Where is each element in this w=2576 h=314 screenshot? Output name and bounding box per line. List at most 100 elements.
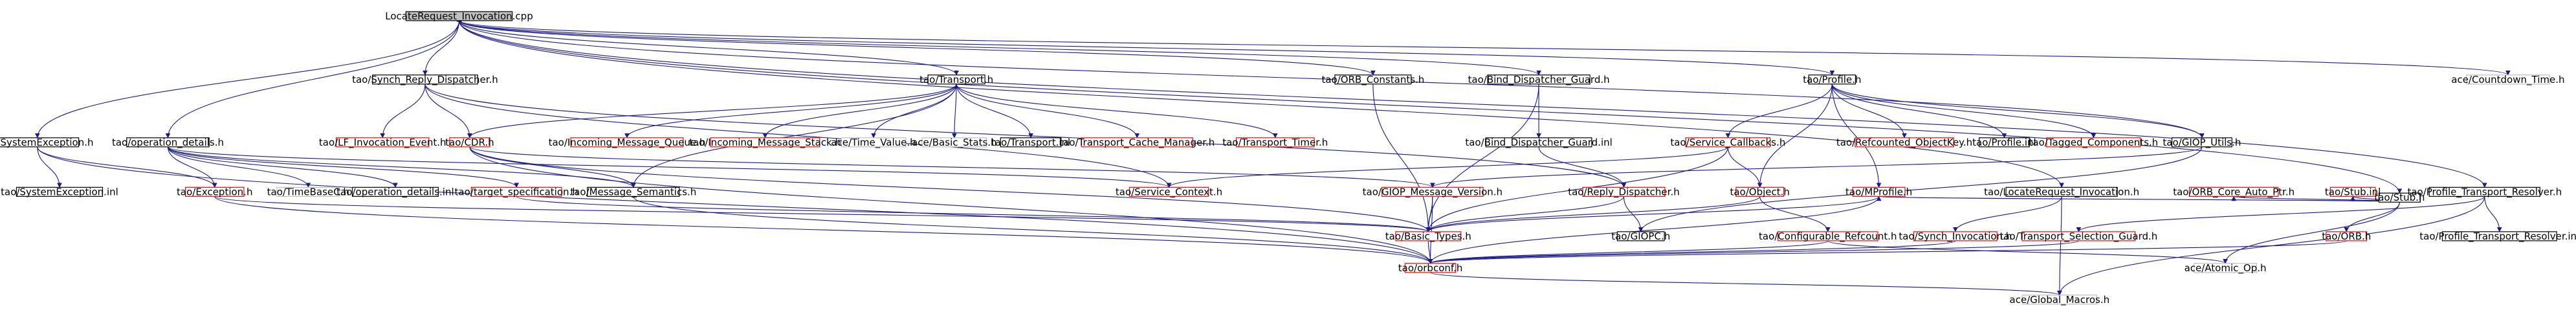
graph-node-stub[interactable]: tao/Stub.h <box>2374 192 2425 203</box>
graph-node-time-value[interactable]: ace/Time_Value.h <box>831 137 916 149</box>
graph-node-stub-inl[interactable]: tao/Stub.inl <box>2325 186 2381 197</box>
graph-node-in-stack[interactable]: tao/Incoming_Message_Stack.h <box>689 137 841 149</box>
graph-node-svc-context[interactable]: tao/Service_Context.h <box>1116 186 1222 198</box>
node-box <box>1081 137 1193 148</box>
edge-sys_exc-to-exception <box>37 146 217 188</box>
node-label: tao/SystemException.h <box>0 137 93 148</box>
graph-node-bind-guard-inl[interactable]: tao/Bind_Dispatcher_Guard.inl <box>1465 137 1612 149</box>
edge-synch_inv-to-orbconf <box>1428 240 1956 264</box>
graph-node-orb-h[interactable]: tao/ORB.h <box>2322 230 2371 242</box>
edge-root-to-giop_utils <box>458 20 2205 139</box>
node-label: tao/Object.h <box>1730 186 1789 197</box>
edge-cdr-to-orbconf <box>469 146 1433 264</box>
node-label: ace/Basic_Stats.h <box>912 137 997 149</box>
node-box <box>2046 137 2141 148</box>
graph-node-basic-types[interactable]: tao/Basic_Types.h <box>1385 230 1471 243</box>
graph-node-basic-stats[interactable]: ace/Basic_Stats.h <box>912 137 997 149</box>
graph-node-target-spec[interactable]: tao/target_specification.h <box>455 186 578 198</box>
graph-node-profile-inl[interactable]: tao/Profile.inl <box>1972 137 2036 148</box>
node-label: tao/TimeBaseC.h <box>267 186 349 197</box>
edge-cdr-to-giop_msg_ver <box>469 146 1435 188</box>
graph-node-root[interactable]: LocateRequest_Invocation.cpp <box>385 10 533 23</box>
edge-mprofile-to-basic_types <box>1426 196 1880 232</box>
graph-node-orb-core-auto[interactable]: tao/ORB_Core_Auto_Ptr.h <box>2173 186 2295 198</box>
graph-node-global-macros[interactable]: ace/Global_Macros.h <box>2010 294 2110 306</box>
graph-node-profile-resolver-inl[interactable]: tao/Profile_Transport_Resolver.inl <box>2419 230 2576 243</box>
edge-op_details-to-svc_context <box>167 146 1172 188</box>
graph-node-orbconf[interactable]: tao/orbconf.h <box>1398 262 1463 274</box>
node-box <box>1235 137 1315 148</box>
graph-node-config-refcount[interactable]: tao/Configurable_Refcount.h <box>1759 230 1897 243</box>
node-label: tao/Transport.inl <box>991 137 1070 148</box>
graph-node-in-queue[interactable]: tao/Incoming_Message_Queue.h <box>549 137 706 149</box>
graph-node-profile-resolver[interactable]: tao/Profile_Transport_Resolver.h <box>2407 186 2562 198</box>
edge-root-to-countdown <box>458 20 2511 76</box>
graph-node-msg-semantics[interactable]: tao/Message_Semantics.h <box>570 186 696 198</box>
graph-node-cdr[interactable]: tao/CDR.h <box>445 137 494 148</box>
edge-config_refcount-to-orbconf <box>1427 240 1829 264</box>
edge-reply_disp-to-giopc <box>1623 196 1644 232</box>
graph-node-giopc[interactable]: tao/GIOPC.h <box>1611 230 1670 242</box>
node-box <box>1334 74 1412 85</box>
graph-node-timebase[interactable]: tao/TimeBaseC.h <box>267 186 349 197</box>
edge-synch_reply-to-cdr <box>424 84 472 139</box>
node-box <box>570 137 684 148</box>
edge-synch_reply-to-reply_disp <box>424 84 1627 188</box>
graph-node-sel-guard[interactable]: tao/Transport_Selection_Guard.h <box>1999 230 2157 243</box>
node-label: tao/Message_Semantics.h <box>570 186 696 198</box>
node-label: tao/GIOP_Utils.h <box>2163 137 2241 149</box>
graph-node-countdown[interactable]: ace/Countdown_Time.h <box>2451 74 2564 86</box>
graph-node-lf-event[interactable]: tao/LF_Invocation_Event.h <box>319 137 446 149</box>
edge-op_details-to-target_spec <box>167 146 519 188</box>
edge-root-to-locreq_inv <box>458 20 2064 188</box>
node-label: tao/Exception.h <box>177 186 252 197</box>
graph-node-object[interactable]: tao/Object.h <box>1730 186 1789 197</box>
edge-synch_reply-to-lf_event <box>380 84 426 139</box>
graph-node-sys-exc-inl[interactable]: tao/SystemException.inl <box>1 186 118 197</box>
edge-root-to-profile <box>458 20 1834 76</box>
graph-node-giop-utils[interactable]: tao/GIOP_Utils.h <box>2163 137 2241 149</box>
node-box <box>126 137 210 148</box>
node-box <box>0 137 80 148</box>
graph-node-svc-callbacks[interactable]: tao/Service_Callbacks.h <box>1670 137 1785 149</box>
graph-node-synch-reply[interactable]: tao/Synch_Reply_Dispatcher.h <box>352 74 498 86</box>
graph-node-transport-timer[interactable]: tao/Transport_Timer.h <box>1222 137 1328 149</box>
graph-node-transport-inl[interactable]: tao/Transport.inl <box>991 137 1070 148</box>
edge-op_details-to-timebase <box>167 146 311 188</box>
graph-node-atomic-op[interactable]: ace/Atomic_Op.h <box>2185 262 2267 275</box>
edge-msg_semantics-to-orbconf <box>633 196 1433 264</box>
node-label: tao/SystemException.inl <box>1 186 118 197</box>
graph-node-reply-disp[interactable]: tao/Reply_Dispatcher.h <box>1568 186 1680 198</box>
edge-root-to-sys_exc <box>35 20 460 139</box>
graph-node-op-details[interactable]: tao/operation_details.h <box>112 137 224 149</box>
edge-svc_callbacks-to-basic_types <box>1426 146 1728 232</box>
node-label: tao/ORB_Constants.h <box>1321 74 1424 86</box>
node-label: tao/Stub.inl <box>2325 186 2381 197</box>
node-label: ace/Atomic_Op.h <box>2185 262 2267 275</box>
graph-node-locreq-inv[interactable]: tao/LocateRequest_Invocation.h <box>1984 186 2139 198</box>
graph-node-mprofile[interactable]: tao/MProfile.h <box>1845 186 1912 197</box>
graph-node-giop-msg-ver[interactable]: tao/GIOP_Message_Version.h <box>1363 186 1503 198</box>
edge-transport-to-transport_timer <box>956 84 1278 139</box>
graph-node-synch-inv[interactable]: tao/Synch_Invocation.h <box>1899 230 2012 243</box>
node-box <box>841 137 907 148</box>
graph-node-tagged-comp[interactable]: tao/Tagged_Components.h <box>2029 137 2159 149</box>
node-box <box>2188 186 2279 197</box>
edge-sys_exc-to-sys_exc_inl <box>37 146 62 188</box>
node-label: tao/Stub.h <box>2374 192 2425 203</box>
graph-node-cache-mgr[interactable]: tao/Transport_Cache_Manager.h <box>1059 137 1215 149</box>
graph-node-bind-guard[interactable]: tao/Bind_Dispatcher_Guard.h <box>1468 74 1610 86</box>
graph-node-refcounted-key[interactable]: tao/Refcounted_ObjectKey.h <box>1836 137 1972 149</box>
nodes-layer: LocateRequest_Invocation.cpp tao/Synch_Re… <box>0 10 2576 306</box>
graph-node-op-details-inl[interactable]: tao/operation_details.inl <box>336 186 454 198</box>
graph-node-profile[interactable]: tao/Profile.h <box>1803 74 1861 85</box>
graph-node-exception[interactable]: tao/Exception.h <box>177 186 252 197</box>
node-box <box>1000 137 1062 148</box>
node-box <box>2171 137 2232 148</box>
graph-node-sys-exc[interactable]: tao/SystemException.h <box>0 137 93 148</box>
node-label: tao/Incoming_Message_Queue.h <box>549 137 706 149</box>
node-label: tao/Incoming_Message_Stack.h <box>689 137 841 149</box>
graph-node-transport[interactable]: tao/Transport.h <box>919 74 993 85</box>
node-box <box>1395 231 1462 241</box>
graph-node-orb-constants[interactable]: tao/ORB_Constants.h <box>1321 74 1424 86</box>
